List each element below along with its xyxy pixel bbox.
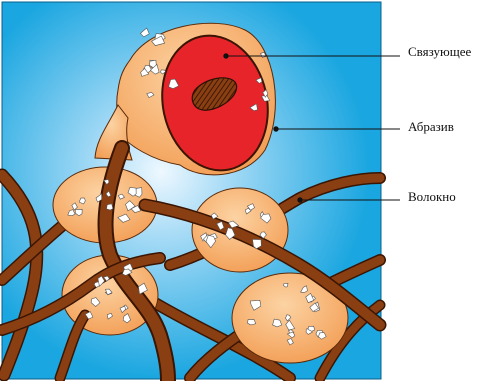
abrasive-grain — [107, 204, 113, 210]
binder-label: Связующее — [408, 44, 471, 60]
fiber-label: Волокно — [408, 189, 456, 205]
abrasive-label: Абразив — [408, 119, 454, 135]
abrasive-grain — [248, 319, 256, 325]
